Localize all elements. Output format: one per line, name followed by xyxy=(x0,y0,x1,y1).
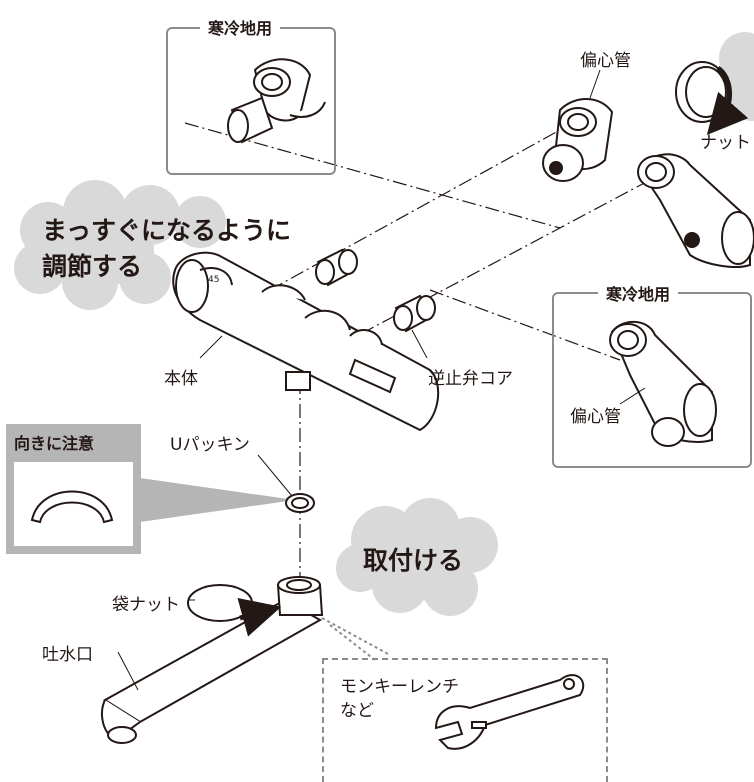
wrench xyxy=(434,674,585,750)
wrench-frame xyxy=(322,658,608,782)
check-valve-core-lower xyxy=(393,294,436,333)
label-check-valve-core: 逆止弁コア xyxy=(428,369,513,389)
cold-region-title-right: 寒冷地用 xyxy=(598,281,679,305)
mixer-body: 45 xyxy=(172,251,440,432)
label-eccentric-pipe-right: 偏心管 xyxy=(570,407,621,427)
label-eccentric-pipe-top: 偏心管 xyxy=(580,51,631,71)
label-wrench-line1: モンキーレンチ xyxy=(340,677,459,697)
callout-adjust-line1: まっすぐになるように xyxy=(42,216,292,245)
cold-region-title-top: 寒冷地用 xyxy=(200,15,281,39)
callout-adjust-line2: 調節する xyxy=(42,252,143,281)
label-nut: ナット xyxy=(700,133,751,153)
eccentric-pipe-cold-right xyxy=(609,320,717,447)
eccentric-pipe-top xyxy=(542,98,614,182)
callout-attach: 取付ける xyxy=(363,546,464,575)
cold-region-frame-top xyxy=(166,27,336,175)
label-spout: 吐水口 xyxy=(42,645,93,665)
svg-text:45: 45 xyxy=(208,275,219,285)
label-wrench-line2: など xyxy=(340,701,374,721)
cap-nut-rotation xyxy=(187,584,282,637)
label-orientation-note: 向きに注意 xyxy=(14,434,95,453)
label-u-packing: Uパッキン xyxy=(170,435,250,455)
label-cap-nut: 袋ナット xyxy=(112,595,180,615)
eccentric-arm-top-right xyxy=(637,153,754,268)
nut-rotation xyxy=(675,61,749,136)
cold-region-frame-right xyxy=(552,292,752,468)
cloud-attach xyxy=(336,498,498,616)
note-pointer xyxy=(140,478,295,522)
cloud-adjust xyxy=(14,180,226,310)
u-packing xyxy=(285,493,315,513)
label-body: 本体 xyxy=(164,369,198,389)
eccentric-pipe-cold-top xyxy=(227,58,326,144)
check-valve-core-upper xyxy=(315,248,358,287)
